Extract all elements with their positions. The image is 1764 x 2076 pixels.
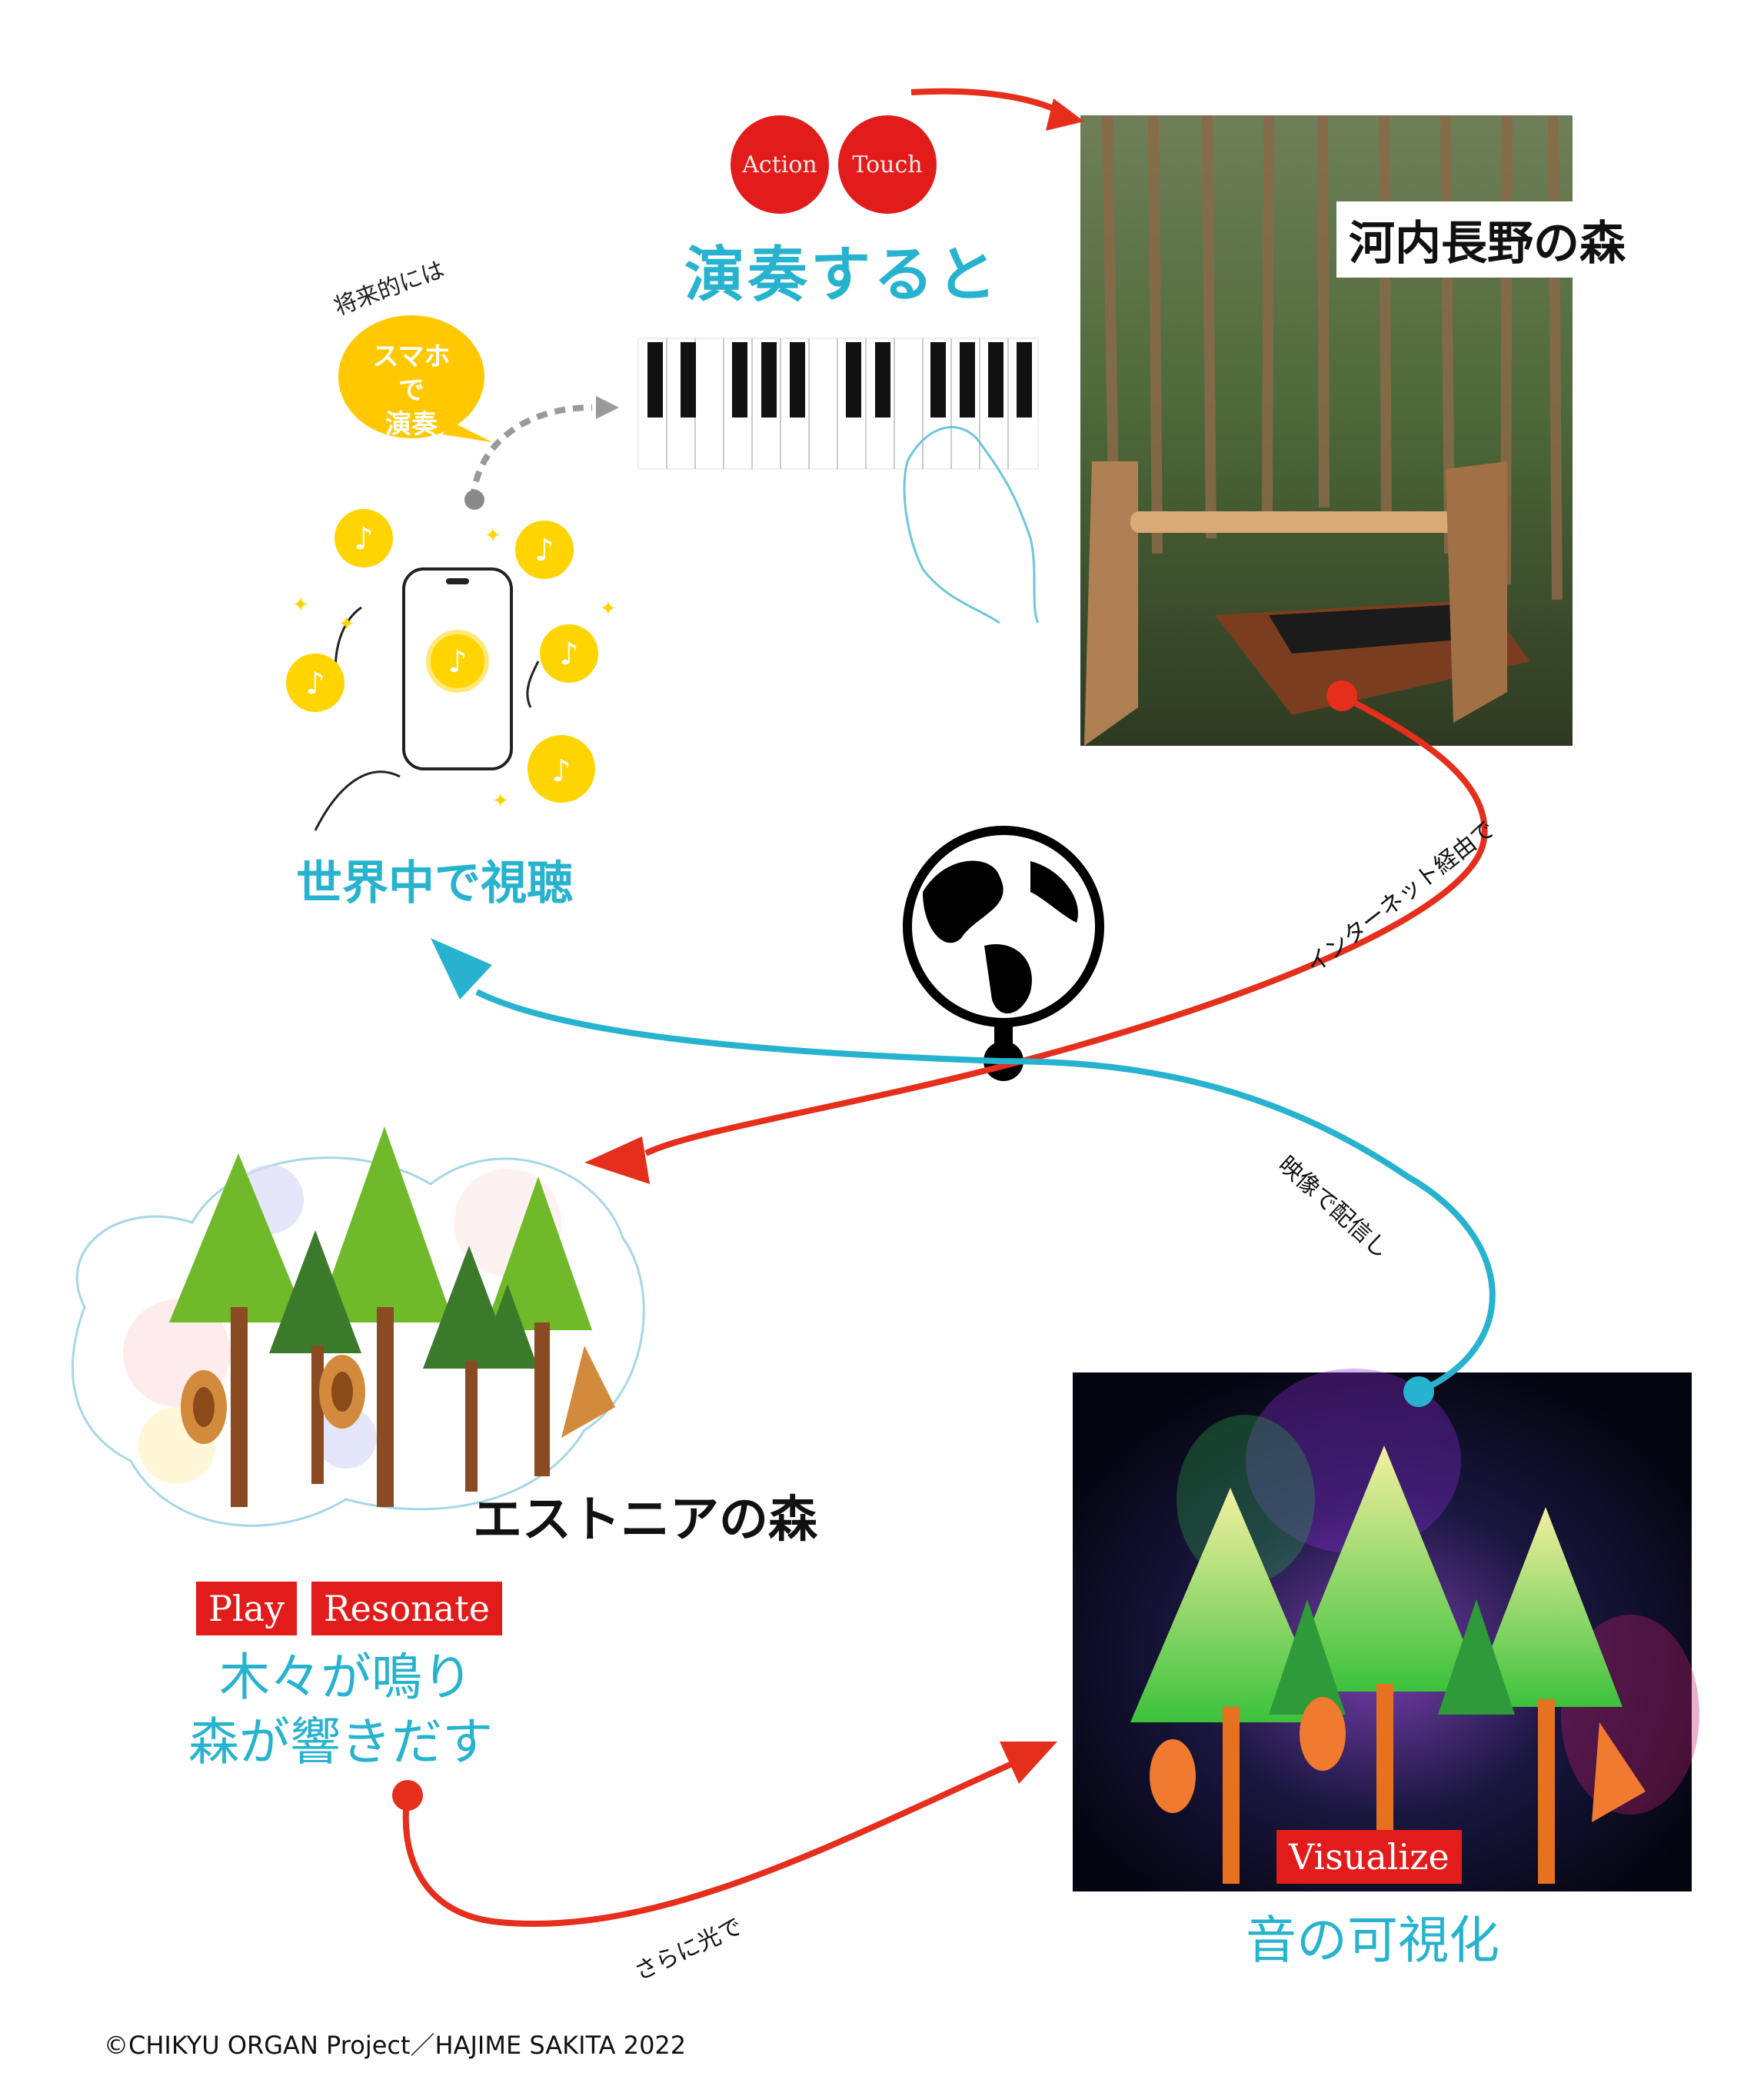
- bubble-text: スマホで 演奏: [361, 340, 461, 441]
- svg-text:♪: ♪: [551, 754, 571, 789]
- svg-text:✦: ✦: [484, 524, 501, 547]
- estonia-caption-line-2: 森が響きだす: [188, 1710, 493, 1775]
- svg-text:✦: ✦: [292, 594, 309, 617]
- estonia-forest-illustration: [72, 1126, 644, 1525]
- tag-action: Action: [731, 115, 829, 214]
- svg-text:♪: ♪: [305, 666, 325, 701]
- estonia-forest-label: エストニアの森: [473, 1480, 817, 1551]
- piano-keys-icon: [638, 338, 1038, 469]
- svg-text:♪: ♪: [559, 637, 579, 672]
- svg-text:♪: ♪: [354, 521, 374, 557]
- estonia-caption: 木々が鳴り 森が響きだす: [188, 1645, 493, 1775]
- play-heading: 演奏すると: [684, 227, 1000, 313]
- tag-play: Play: [196, 1582, 297, 1635]
- svg-text:✦: ✦: [338, 613, 355, 636]
- copyright: ©CHIKYU ORGAN Project／HAJIME SAKITA 2022: [104, 2026, 686, 2061]
- visualization-caption: 音の可視化: [1246, 1899, 1499, 1973]
- bubble-line-2: 演奏: [361, 408, 461, 441]
- tag-visualize: Visualize: [1276, 1830, 1462, 1884]
- svg-text:✦: ✦: [492, 790, 509, 813]
- tag-resonate: Resonate: [311, 1582, 502, 1635]
- worldwide-caption: 世界中で視聴: [296, 846, 573, 913]
- red-route-light: [406, 1761, 1019, 1924]
- bubble-line-1: スマホで: [361, 340, 461, 408]
- svg-text:♪: ♪: [448, 644, 468, 680]
- estonia-caption-line-1: 木々が鳴り: [188, 1645, 493, 1710]
- svg-text:♪: ♪: [534, 533, 554, 568]
- tag-touch: Touch: [838, 115, 937, 214]
- svg-text:✦: ✦: [600, 597, 617, 620]
- kawachinagano-forest-label: 河内長野の森: [1336, 201, 1638, 278]
- red-arrow-to-forest: [911, 91, 1065, 114]
- visualization-image: [1073, 1369, 1699, 1891]
- future-arrow: [473, 408, 592, 500]
- globe-icon: [907, 830, 1100, 1081]
